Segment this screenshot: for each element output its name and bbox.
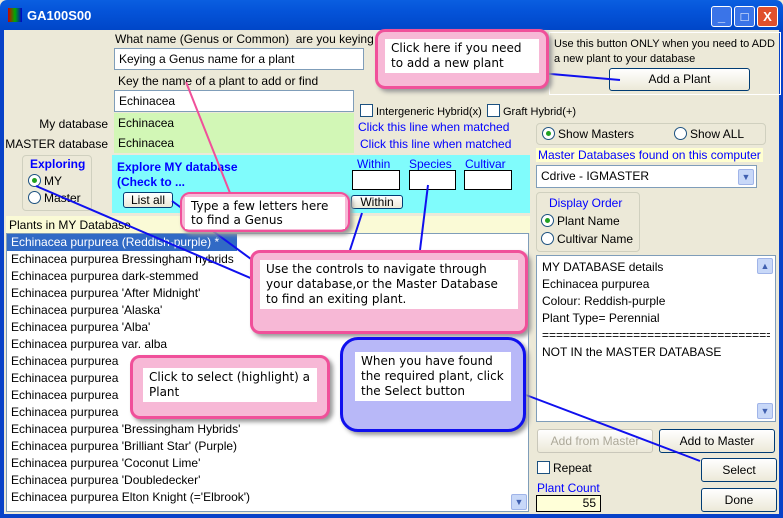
exploring-title: Exploring: [30, 157, 86, 171]
list-item[interactable]: Echinacea purpurea 'Brilliant Star' (Pur…: [11, 439, 238, 453]
list-item[interactable]: Echinacea purpurea: [11, 405, 119, 419]
app-icon: [8, 8, 22, 22]
graft-checkbox[interactable]: Graft Hybrid(+): [487, 104, 576, 118]
title-bar: GA100S00 _ □ X: [0, 0, 783, 30]
list-item[interactable]: Echinacea purpurea 'After Midnight': [11, 286, 201, 300]
add-to-master-button[interactable]: Add to Master: [659, 429, 775, 453]
master-db-label: MASTER database: [5, 137, 108, 151]
cultivar-label: Cultivar: [465, 157, 506, 171]
radio-plant-name[interactable]: Plant Name: [541, 214, 620, 228]
callout-add-plant: Click here if you need to add a new plan…: [375, 29, 549, 89]
display-order-group: Display Order Plant Name Cultivar Name: [536, 192, 640, 252]
list-item[interactable]: Echinacea purpurea: [11, 371, 119, 385]
callout-found: When you have found the required plant, …: [340, 337, 526, 432]
add-plant-button[interactable]: Add a Plant: [609, 68, 750, 91]
details-line: Echinacea purpurea: [542, 277, 650, 291]
prompt-label: What name (Genus or Common) are you keyi…: [115, 32, 374, 46]
my-db-match[interactable]: Echinacea: [114, 113, 354, 133]
details-scroll-down-icon[interactable]: ▼: [757, 403, 773, 419]
list-item[interactable]: Echinacea purpurea (Reddish-purple) *: [7, 234, 237, 251]
master-db-list-label: Master Databases found on this computer: [536, 148, 763, 162]
master-db-selected: Cdrive - IGMASTER: [541, 169, 650, 183]
list-item[interactable]: Echinacea purpurea: [11, 354, 119, 368]
click-line-1[interactable]: Click this line when matched: [358, 120, 510, 134]
radio-cultivar-name[interactable]: Cultivar Name: [541, 232, 633, 246]
close-button[interactable]: X: [757, 6, 778, 27]
list-item[interactable]: Echinacea purpurea 'Coconut Lime': [11, 456, 201, 470]
list-all-button[interactable]: List all: [123, 192, 173, 208]
plant-count-value: 55: [536, 495, 601, 512]
radio-show-all[interactable]: Show ALL: [674, 127, 744, 141]
cultivar-input[interactable]: [464, 170, 512, 190]
explore-heading: Explore MY database: [117, 160, 238, 174]
list-item[interactable]: Echinacea purpurea 'Alba': [11, 320, 151, 334]
callout-type-letters-text: Type a few letters here to find a Genus: [185, 197, 345, 229]
done-button[interactable]: Done: [701, 488, 777, 512]
my-db-label: My database: [39, 117, 108, 131]
callout-select-plant: Click to select (highlight) a Plant: [130, 355, 330, 419]
explore-heading-2: (Check to ...: [117, 175, 186, 189]
list-item[interactable]: Echinacea purpurea 'Doubledecker': [11, 473, 201, 487]
within-button[interactable]: Within: [351, 195, 403, 209]
species-input[interactable]: [409, 170, 456, 190]
radio-master[interactable]: Master: [28, 191, 81, 205]
within-input[interactable]: [352, 170, 400, 190]
show-group: Show Masters Show ALL: [536, 123, 766, 145]
details-scroll-up-icon[interactable]: ▲: [757, 258, 773, 274]
plant-name-input[interactable]: [114, 90, 354, 112]
callout-navigate: Use the controls to navigate through you…: [250, 250, 528, 334]
select-button[interactable]: Select: [701, 458, 777, 482]
intergeneric-checkbox[interactable]: Intergeneric Hybrid(x): [360, 104, 482, 118]
within-label: Within: [357, 157, 391, 171]
minimize-button[interactable]: _: [711, 6, 732, 27]
radio-my[interactable]: MY: [28, 174, 62, 188]
master-db-match[interactable]: Echinacea: [114, 133, 354, 153]
details-line: Plant Type= Perennial: [542, 311, 660, 325]
list-item[interactable]: Echinacea purpurea var. alba: [11, 337, 168, 351]
chevron-down-icon[interactable]: ▼: [738, 169, 754, 185]
add-from-master-button[interactable]: Add from Master: [537, 429, 653, 453]
callout-navigate-text: Use the controls to navigate through you…: [260, 260, 518, 309]
details-line: ==================================: [542, 328, 770, 342]
display-order-title: Display Order: [549, 196, 623, 210]
master-db-select[interactable]: Cdrive - IGMASTER ▼: [536, 165, 757, 188]
list-item[interactable]: Echinacea purpurea Elton Knight (='Elbro…: [11, 490, 251, 504]
click-line-2[interactable]: Click this line when matched: [360, 137, 512, 151]
radio-show-masters[interactable]: Show Masters: [542, 127, 634, 141]
callout-type-letters: Type a few letters here to find a Genus: [180, 192, 350, 232]
key-label: Key the name of a plant to add or find: [118, 74, 319, 88]
plant-count-label: Plant Count: [537, 481, 600, 495]
list-item[interactable]: Echinacea purpurea 'Bressingham Hybrids': [11, 422, 241, 436]
maximize-button[interactable]: □: [734, 6, 755, 27]
repeat-checkbox[interactable]: Repeat: [537, 461, 592, 475]
details-line: NOT IN the MASTER DATABASE: [542, 345, 722, 359]
add-plant-group: Use this button ONLY when you need to AD…: [549, 32, 781, 95]
list-scroll-down-icon[interactable]: ▼: [511, 494, 527, 510]
callout-found-text: When you have found the required plant, …: [355, 352, 511, 401]
callout-select-plant-text: Click to select (highlight) a Plant: [143, 368, 317, 402]
exploring-group: Exploring MY Master: [22, 155, 92, 211]
list-item[interactable]: Echinacea purpurea: [11, 388, 119, 402]
species-label: Species: [409, 157, 452, 171]
prompt-input[interactable]: [114, 48, 364, 70]
list-item[interactable]: Echinacea purpurea 'Alaska': [11, 303, 163, 317]
window-title: GA100S00: [27, 8, 92, 23]
add-plant-note: Use this button ONLY when you need to AD…: [554, 38, 775, 65]
details-line: Colour: Reddish-purple: [542, 294, 666, 308]
details-line: MY DATABASE details: [542, 260, 664, 274]
callout-add-plant-text: Click here if you need to add a new plan…: [385, 39, 539, 73]
